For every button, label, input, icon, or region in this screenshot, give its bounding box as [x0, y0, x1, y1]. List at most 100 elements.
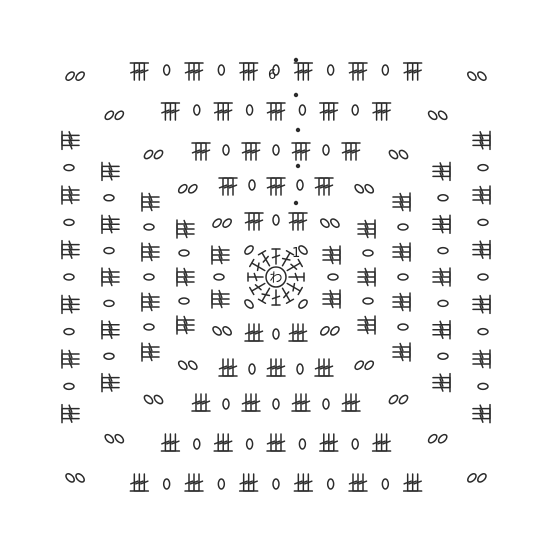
chain-stitch [427, 433, 438, 444]
double-crochet-stitch [170, 433, 181, 452]
chain-stitch [193, 104, 201, 116]
chain-stitch [467, 473, 477, 483]
double-crochet-stitch [298, 212, 308, 231]
chain-stitch [397, 223, 409, 231]
double-crochet-stitch [101, 214, 120, 224]
double-crochet-stitch [376, 433, 387, 452]
double-crochet-stitch [432, 219, 451, 229]
chain-stitch [326, 478, 335, 490]
double-crochet-stitch [412, 62, 423, 81]
double-crochet-stitch [296, 393, 306, 412]
chain-stitch [398, 149, 409, 160]
double-crochet-stitch [358, 473, 368, 492]
double-crochet-stitch [298, 473, 309, 492]
double-crochet-stitch [392, 302, 411, 312]
stitch-layer [61, 57, 491, 492]
chain-stitch [248, 179, 256, 191]
double-crochet-stitch [324, 102, 334, 121]
double-crochet-stitch [392, 192, 411, 202]
chain-stitch [65, 473, 75, 483]
chain-stitch [65, 71, 75, 81]
chain-stitch [248, 363, 256, 375]
double-crochet-stitch [249, 212, 259, 231]
double-crochet-stitch [472, 354, 491, 364]
double-crochet-stitch [141, 202, 160, 212]
double-crochet-stitch [141, 197, 160, 207]
chain-stitch [63, 163, 75, 172]
chain-stitch [397, 323, 409, 331]
double-crochet-stitch [141, 247, 160, 257]
double-crochet-stitch [129, 473, 140, 492]
chain-stitch [177, 183, 188, 194]
chain-stitch [327, 273, 339, 281]
chain-stitch [153, 149, 164, 160]
chain-stitch [351, 438, 359, 450]
double-crochet-stitch [257, 287, 271, 304]
double-crochet-stitch [432, 372, 451, 383]
double-crochet-stitch [472, 185, 491, 195]
double-crochet-stitch [101, 372, 120, 383]
double-crochet-stitch [392, 197, 411, 207]
chain-stitch [296, 179, 304, 191]
double-crochet-stitch [241, 393, 251, 412]
double-crochet-stitch [348, 473, 358, 492]
double-crochet-stitch [176, 272, 195, 282]
double-crochet-stitch [341, 393, 351, 412]
double-crochet-stitch [241, 142, 251, 161]
round-6-label: 6 [268, 68, 276, 83]
double-crochet-stitch [281, 250, 295, 267]
double-crochet-stitch [223, 358, 233, 377]
chain-stitch [296, 363, 304, 375]
chain-stitch [245, 438, 254, 450]
double-crochet-stitch [281, 287, 295, 304]
double-crochet-stitch [402, 473, 413, 492]
double-crochet-stitch [472, 403, 491, 414]
double-crochet-stitch [357, 224, 376, 234]
double-crochet-stitch [61, 304, 80, 315]
double-crochet-stitch [61, 130, 80, 141]
double-crochet-stitch [101, 224, 120, 234]
double-crochet-stitch [249, 258, 266, 272]
slip-stitch [295, 127, 301, 133]
double-crochet-stitch [288, 272, 305, 282]
chain-stitch [330, 326, 340, 336]
double-crochet-stitch [257, 250, 271, 267]
double-crochet-stitch [176, 219, 195, 229]
double-crochet-stitch [61, 135, 80, 146]
chain-stitch [212, 218, 222, 228]
magic-ring: わ [265, 266, 287, 288]
double-crochet-stitch [61, 413, 80, 424]
double-crochet-stitch [432, 267, 451, 277]
chain-stitch [477, 473, 487, 483]
chain-stitch [427, 110, 438, 121]
chain-stitch [153, 394, 164, 405]
double-crochet-stitch [432, 382, 451, 393]
double-crochet-stitch [218, 177, 228, 196]
chain-stitch [354, 183, 365, 194]
double-crochet-stitch [472, 249, 491, 260]
double-crochet-stitch [61, 349, 80, 359]
chain-stitch [272, 64, 280, 76]
double-crochet-stitch [346, 393, 356, 412]
double-crochet-stitch [141, 252, 160, 262]
double-crochet-stitch [407, 473, 418, 492]
chain-stitch [63, 273, 75, 281]
double-crochet-stitch [196, 393, 206, 412]
double-crochet-stitch [472, 190, 491, 200]
double-crochet-stitch [358, 62, 368, 81]
chain-stitch [351, 104, 359, 116]
double-crochet-stitch [266, 358, 276, 377]
double-crochet-stitch [101, 161, 120, 172]
double-crochet-stitch [184, 473, 194, 492]
double-crochet-stitch [286, 282, 303, 296]
double-crochet-stitch [211, 245, 230, 255]
double-crochet-stitch [61, 354, 80, 364]
chain-stitch [388, 149, 399, 160]
chain-stitch [222, 326, 232, 336]
chain-stitch [322, 398, 330, 410]
double-crochet-stitch [213, 102, 223, 121]
chain-stitch [320, 218, 330, 228]
chain-stitch [326, 64, 335, 76]
double-crochet-stitch [254, 323, 264, 342]
